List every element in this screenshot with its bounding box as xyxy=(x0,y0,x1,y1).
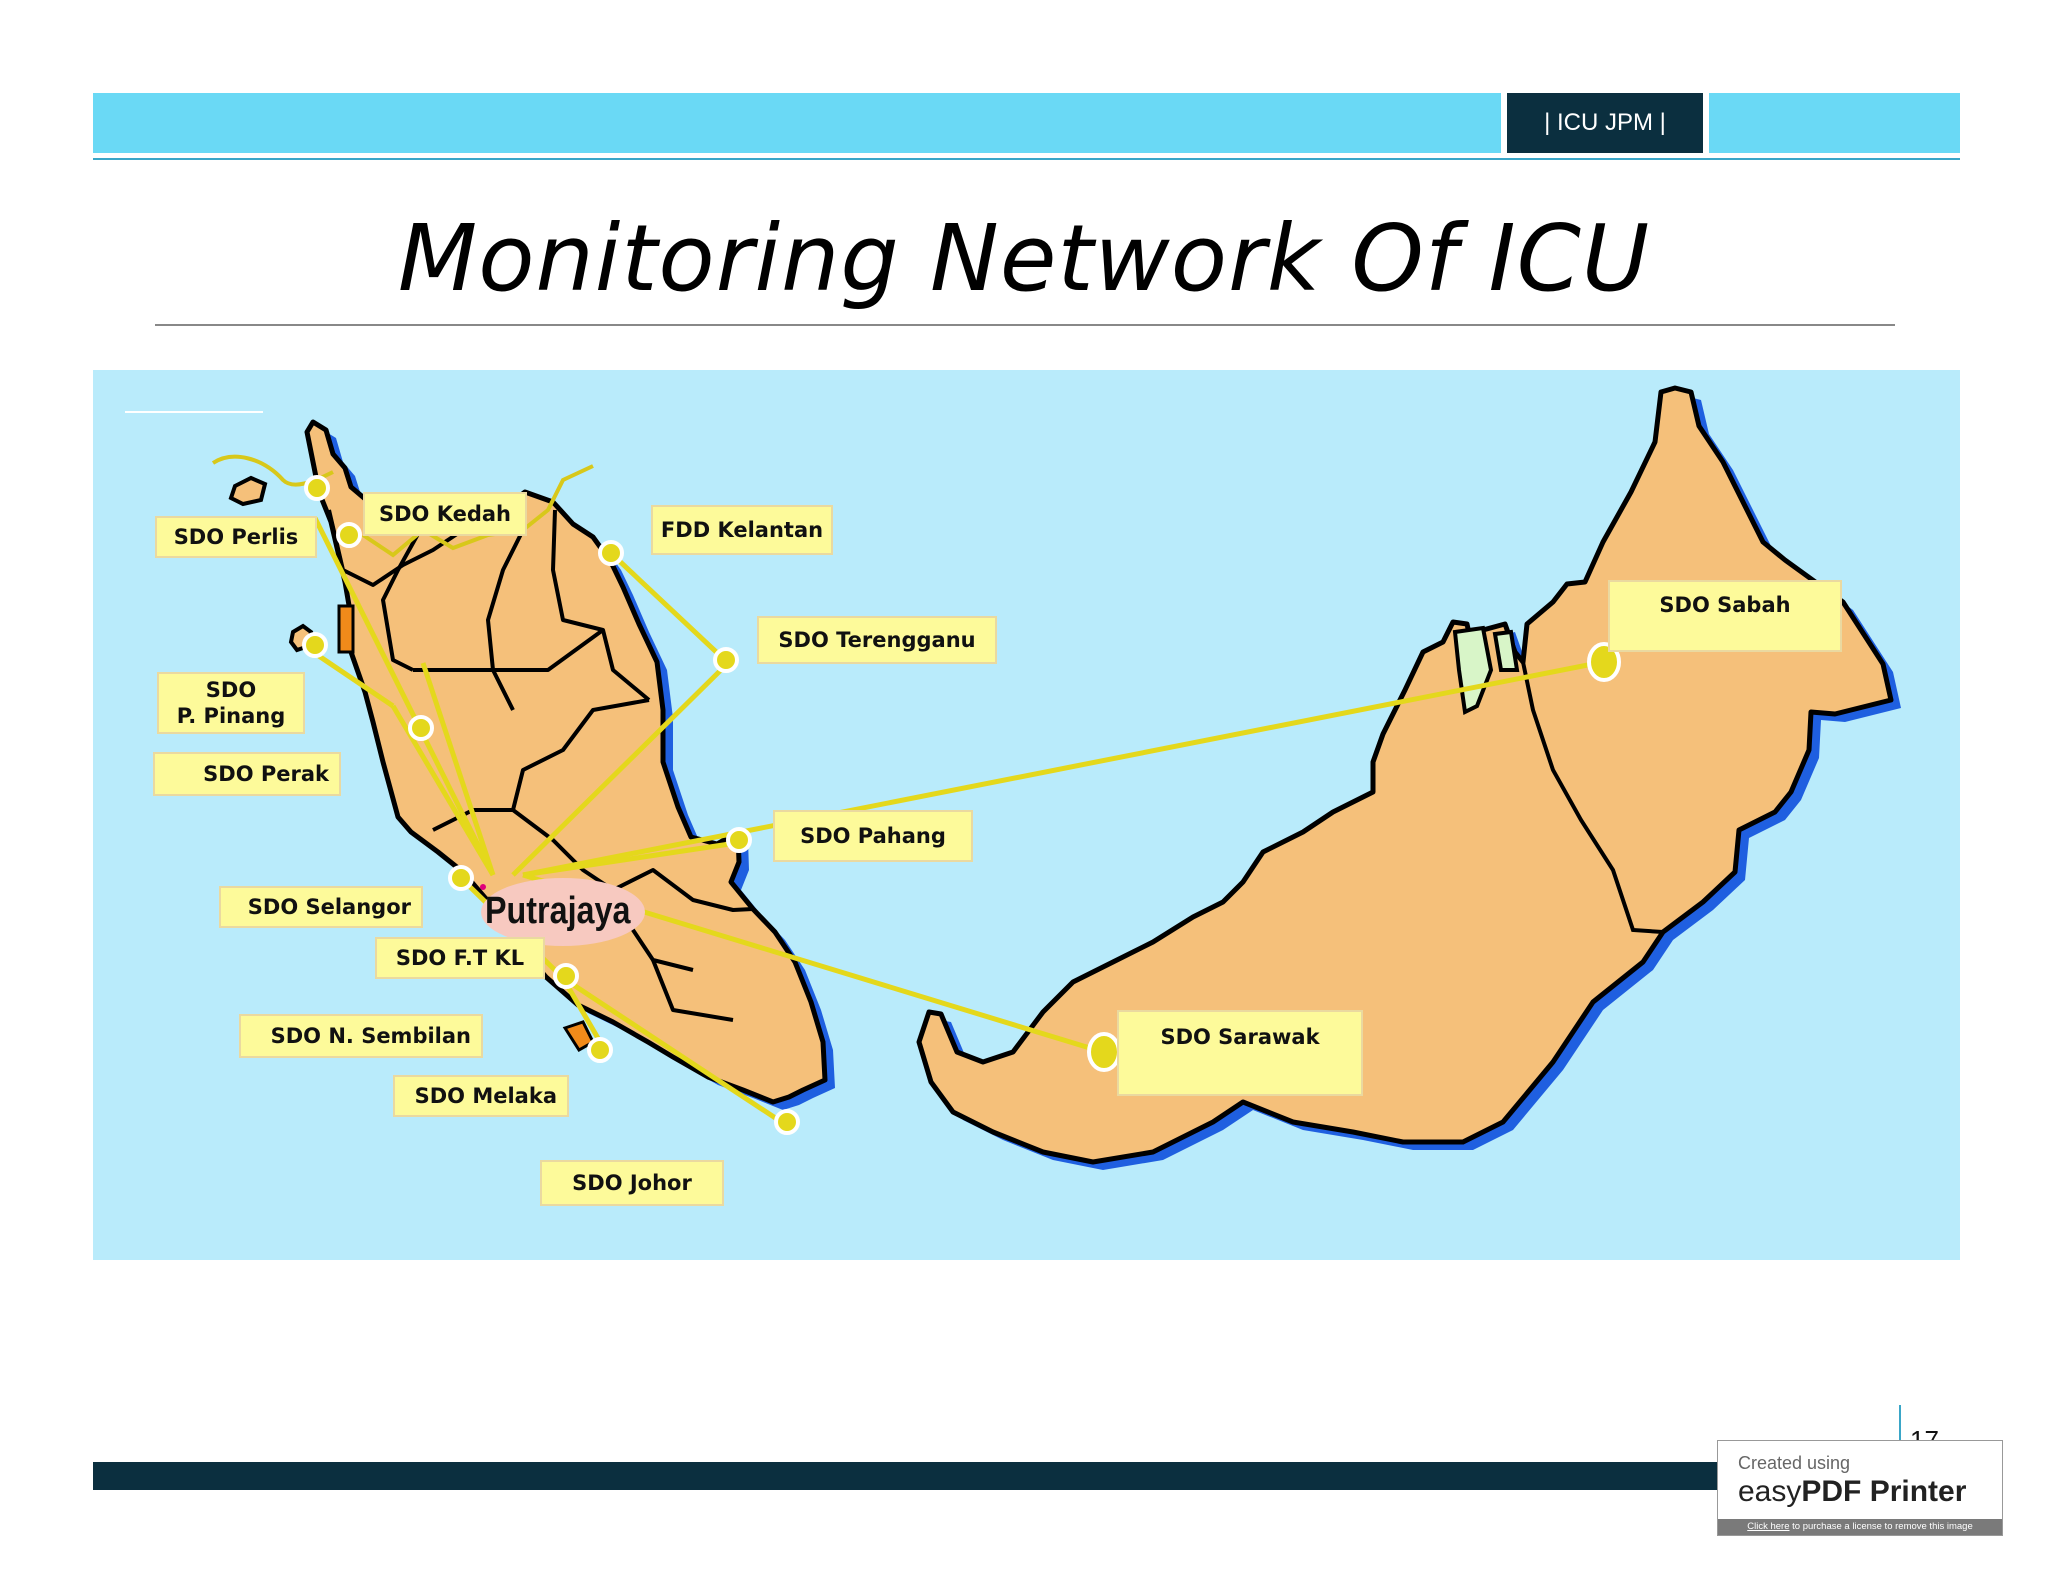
label-perak: SDO Perak xyxy=(153,752,341,796)
node-kedah xyxy=(336,522,362,548)
node-pinang xyxy=(302,632,328,658)
node-johor xyxy=(774,1109,800,1135)
malaysia-map: Putrajaya SDO Perlis SDO Kedah FDD Kelan… xyxy=(93,370,1960,1260)
label-pinang-line2: P. Pinang xyxy=(176,704,286,728)
borneo-land xyxy=(916,385,1894,1165)
label-sarawak: SDO Sarawak xyxy=(1117,1010,1363,1096)
page-number: 17 xyxy=(1910,1425,1939,1443)
brunei-east xyxy=(1492,629,1520,672)
label-johor: SDO Johor xyxy=(540,1160,724,1206)
watermark-line1: Created using xyxy=(1738,1453,1851,1473)
label-sembilan: SDO N. Sembilan xyxy=(239,1014,483,1058)
label-pinang: SDO P. Pinang xyxy=(157,672,305,734)
watermark-link[interactable]: Click here xyxy=(1747,1521,1790,1532)
label-kedah: SDO Kedah xyxy=(363,492,527,536)
header-rule xyxy=(93,158,1960,160)
node-pahang xyxy=(726,827,752,853)
putrajaya-dot xyxy=(480,884,486,890)
node-sarawak xyxy=(1087,1032,1121,1072)
node-terengganu xyxy=(713,647,739,673)
watermark-badge[interactable]: Created using easyPDF Printer Click here… xyxy=(1717,1440,2003,1536)
label-pinang-line1: SDO xyxy=(205,678,257,702)
footer-bar xyxy=(93,1462,1883,1490)
label-terengganu: SDO Terengganu xyxy=(757,616,997,664)
watermark-brand-bold: PDF Printer xyxy=(1801,1475,1967,1508)
page-title: Monitoring Network Of ICU xyxy=(397,205,1651,312)
title-rule xyxy=(155,324,1895,326)
label-perlis: SDO Perlis xyxy=(155,516,317,558)
watermark-notice: Click here to purchase a license to remo… xyxy=(1718,1519,2002,1535)
node-ftkl xyxy=(553,963,579,989)
label-kelantan: FDD Kelantan xyxy=(651,505,833,555)
state-strip xyxy=(337,604,355,654)
label-sabah: SDO Sabah xyxy=(1608,580,1842,652)
watermark-notice-text: to purchase a license to remove this ima… xyxy=(1789,1521,1973,1532)
page-number-rule xyxy=(1899,1405,1901,1465)
putrajaya-hub xyxy=(481,878,645,946)
langkawi-island xyxy=(228,475,268,507)
state-borders xyxy=(327,509,754,1022)
node-selangor xyxy=(448,865,474,891)
node-melaka xyxy=(587,1037,613,1063)
header-tag: | ICU JPM | xyxy=(1507,93,1703,153)
watermark-brand: easyPDF Printer xyxy=(1738,1475,1966,1509)
sabah-sarawak-border xyxy=(1521,661,1664,934)
label-pahang: SDO Pahang xyxy=(773,810,973,862)
node-perak xyxy=(408,715,434,741)
node-sabah xyxy=(1587,642,1621,682)
node-perlis xyxy=(304,475,330,501)
node-kelantan xyxy=(598,540,624,566)
network-nodes xyxy=(302,475,1621,1135)
label-ftkl: SDO F.T KL xyxy=(375,937,545,979)
watermark-brand-light: easy xyxy=(1738,1475,1802,1508)
putrajaya-label: Putrajaya xyxy=(485,890,631,932)
label-selangor: SDO Selangor xyxy=(219,886,423,928)
label-melaka: SDO Melaka xyxy=(393,1075,569,1117)
